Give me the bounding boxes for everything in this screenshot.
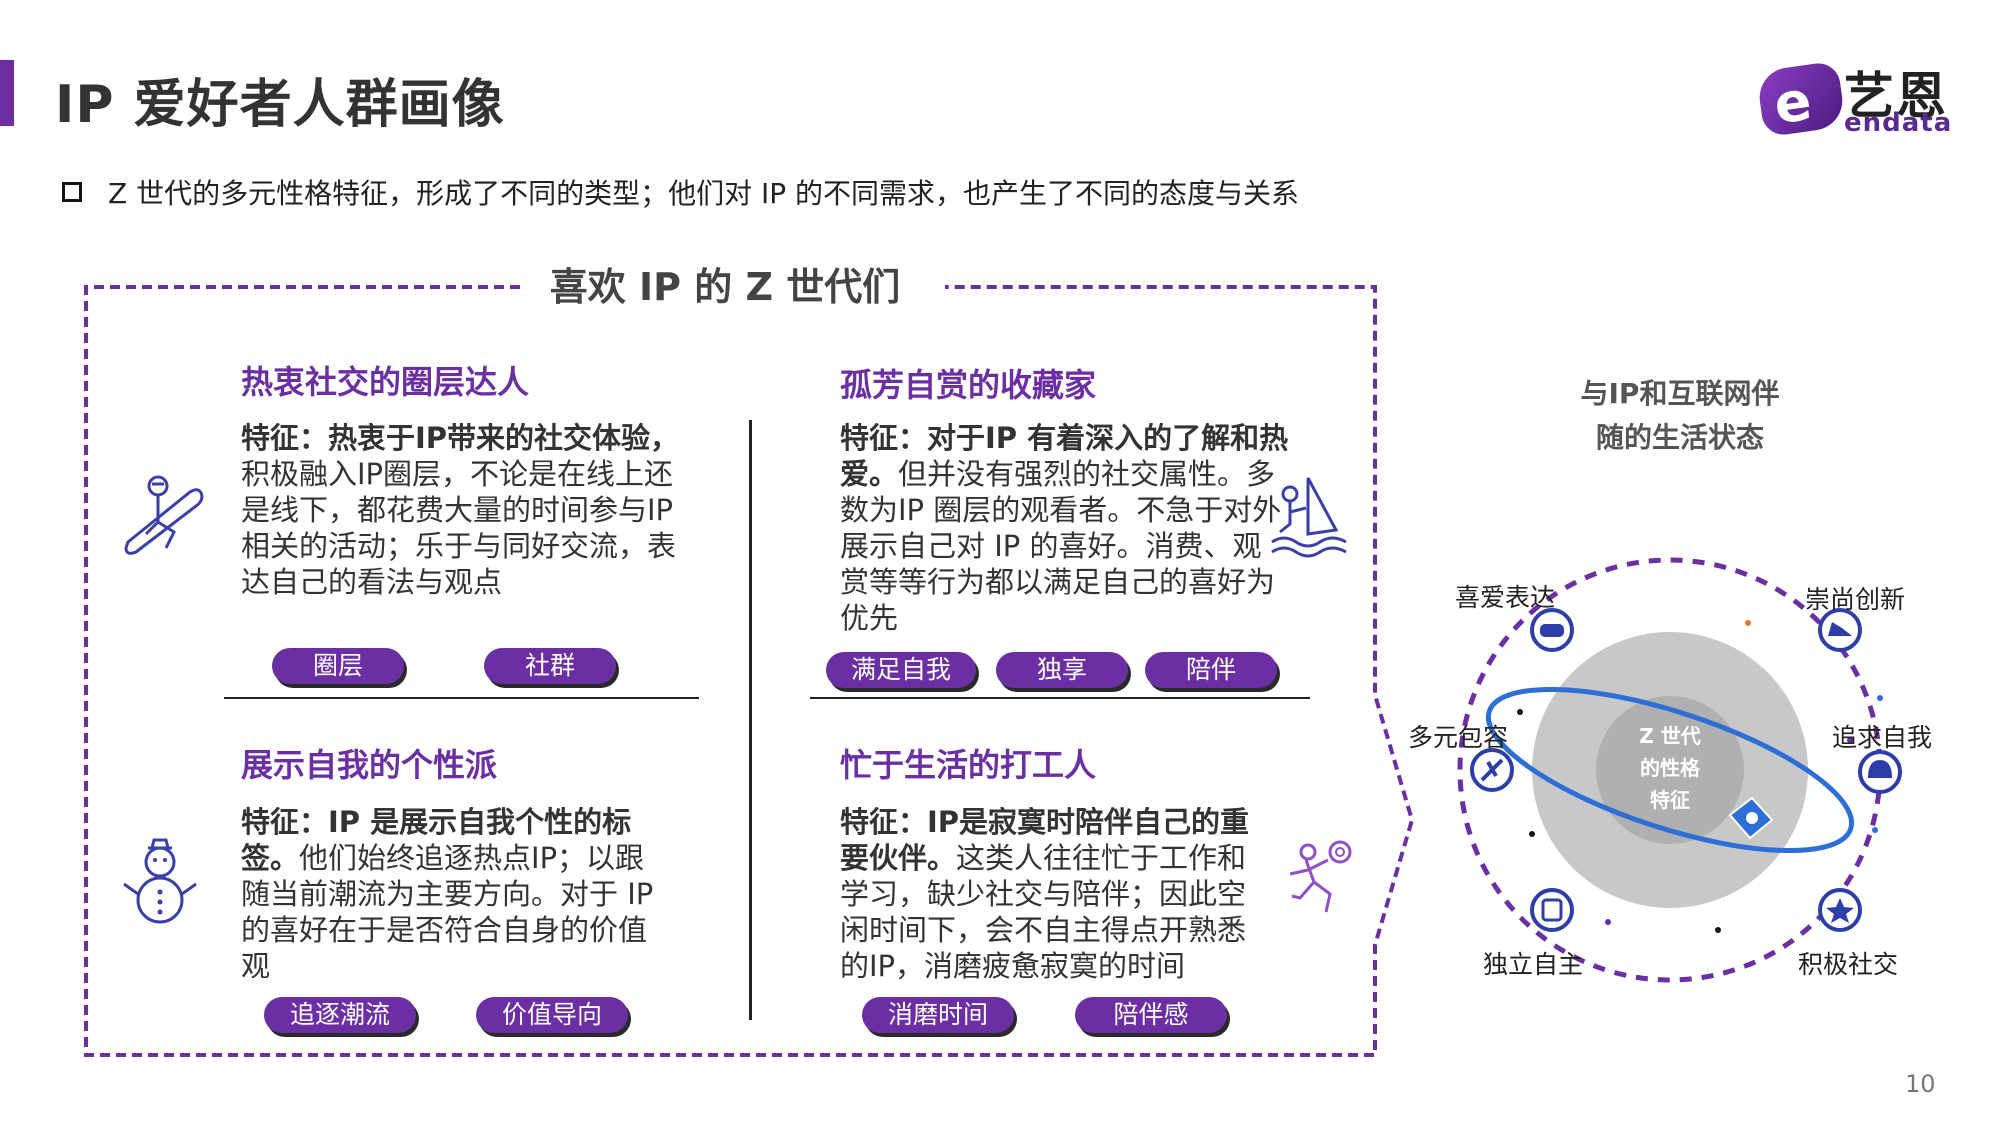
star-dot <box>1745 620 1751 626</box>
quadrant-2-feature-rest: 但并没有强烈的社交属性。多数为IP 圈层的观看者。不急于对外展示自己对 IP 的… <box>840 457 1282 635</box>
panel-heading: 喜欢 IP 的 Z 世代们 <box>549 265 901 309</box>
star-dot <box>1715 927 1721 933</box>
orbit-title-line-1: 与IP和互联网伴 <box>1580 377 1780 410</box>
star-dot <box>1872 827 1878 833</box>
tag-pill: 圈层 <box>272 648 404 684</box>
inner-core <box>1596 696 1744 844</box>
orbit-title: 与IP和互联网伴 随的生活状态 <box>1520 372 1840 460</box>
core-label-line-1: Z 世代 <box>1639 724 1701 748</box>
trait-label: 独立自主 <box>1483 950 1584 979</box>
quadrant-2-title: 孤芳自赏的收藏家 <box>840 366 1097 404</box>
snowman-icon <box>123 838 197 924</box>
square-bullet-icon <box>62 182 82 202</box>
runner-icon <box>1289 840 1352 913</box>
quadrant-4-feature-bold: 特征：IP是寂寞时陪伴自己的重要伙伴。 <box>840 805 1250 875</box>
logo-english-text: endata <box>1844 108 1953 138</box>
page-number: 10 <box>1905 1070 1936 1098</box>
logo-chinese-text: 艺恩 <box>1844 67 1948 125</box>
core-label-line-3: 特征 <box>1650 788 1690 812</box>
tag-pill: 独享 <box>996 652 1128 688</box>
quadrant-1-title: 热衷社交的圈层达人 <box>241 363 530 401</box>
title-accent-bar <box>0 60 14 126</box>
star-dot <box>1529 831 1535 837</box>
tag-pill: 满足自我 <box>826 652 976 688</box>
trait-label: 追求自我 <box>1832 723 1933 752</box>
quadrant-3-feature-rest: 他们始终追逐热点IP；以跟随当前潮流为主要方向。对于 IP 的喜好在于是否符合自… <box>241 841 654 983</box>
divider-right <box>810 697 1310 699</box>
gamepad-icon <box>1530 608 1574 652</box>
quadrant-4-title: 忙于生活的打工人 <box>840 746 1097 784</box>
skier-icon <box>1470 748 1514 792</box>
tag-pill: 追逐潮流 <box>264 997 416 1033</box>
page-title: IP 爱好者人群画像 <box>55 75 505 135</box>
quadrant-1-body: 特征：热衷于IP带来的社交体验，积极融入IP圈层，不论是在线上还是线下，都花费大… <box>241 420 691 600</box>
trait-label: 喜爱表达 <box>1455 583 1556 612</box>
star-dot <box>1517 709 1523 715</box>
snowboard-icon <box>124 475 204 555</box>
satellite-window <box>1746 812 1758 824</box>
quadrant-2-feature-bold: 特征：对于IP 有着深入的了解和热爱。 <box>840 421 1289 491</box>
quadrant-3-body: 特征：IP 是展示自我个性的标签。他们始终追逐热点IP；以跟随当前潮流为主要方向… <box>241 804 671 984</box>
star-dot <box>1877 695 1883 701</box>
subtitle: Z 世代的多元性格特征，形成了不同的类型；他们对 IP 的不同需求，也产生了不同… <box>108 177 1300 210</box>
logo-badge: e <box>1755 60 1847 138</box>
orbit-diagram <box>1457 557 1902 983</box>
star-dot <box>1847 737 1853 743</box>
helmet-icon <box>1858 750 1902 794</box>
quadrant-1-feature-bold: 特征：热衷于IP带来的社交体验， <box>241 421 680 455</box>
tag-pill: 消磨时间 <box>862 997 1014 1033</box>
trait-label: 崇尚创新 <box>1805 585 1906 614</box>
star-badge-icon <box>1818 888 1862 932</box>
quadrant-2-body: 特征：对于IP 有着深入的了解和热爱。但并没有强烈的社交属性。多数为IP 圈层的… <box>840 420 1290 636</box>
endata-logo: e 艺恩 endata <box>1755 58 1960 138</box>
divider-left <box>224 697 699 699</box>
quadrant-3-feature-bold: 特征：IP 是展示自我个性的标签。 <box>241 805 632 875</box>
tag-pill: 陪伴 <box>1145 652 1277 688</box>
trait-label: 多元包容 <box>1408 723 1509 752</box>
logo-mark: e <box>1770 68 1816 137</box>
sneaker-icon <box>1818 608 1862 652</box>
quadrant-3-title: 展示自我的个性派 <box>241 746 498 784</box>
divider-vertical <box>749 420 752 1020</box>
quadrant-4-feature-rest: 这类人往往忙于工作和学习，缺少社交与陪伴；因此空闲时间下，会不自主得点开熟悉的I… <box>840 841 1247 983</box>
quadrant-1-feature-rest: 积极融入IP圈层，不论是在线上还是线下，都花费大量的时间参与IP相关的活动；乐于… <box>241 457 677 599</box>
tag-pill: 社群 <box>484 648 616 684</box>
windsurf-icon <box>1271 477 1347 558</box>
tag-pill: 价值导向 <box>476 997 628 1033</box>
trait-label: 积极社交 <box>1798 950 1899 979</box>
star-dot <box>1605 919 1611 925</box>
orbit-title-line-2: 随的生活状态 <box>1595 421 1764 454</box>
core-label: Z 世代 的性格 特征 <box>1600 720 1740 816</box>
blue-orbit-ring <box>1485 686 1855 854</box>
core-label-line-2: 的性格 <box>1640 756 1700 780</box>
tag-pill: 陪伴感 <box>1075 997 1227 1033</box>
subtitle-row: Z 世代的多元性格特征，形成了不同的类型；他们对 IP 的不同需求，也产生了不同… <box>62 172 1299 212</box>
suitcase-icon <box>1530 888 1574 932</box>
quadrant-4-body: 特征：IP是寂寞时陪伴自己的重要伙伴。这类人往往忙于工作和学习，缺少社交与陪伴；… <box>840 804 1270 984</box>
